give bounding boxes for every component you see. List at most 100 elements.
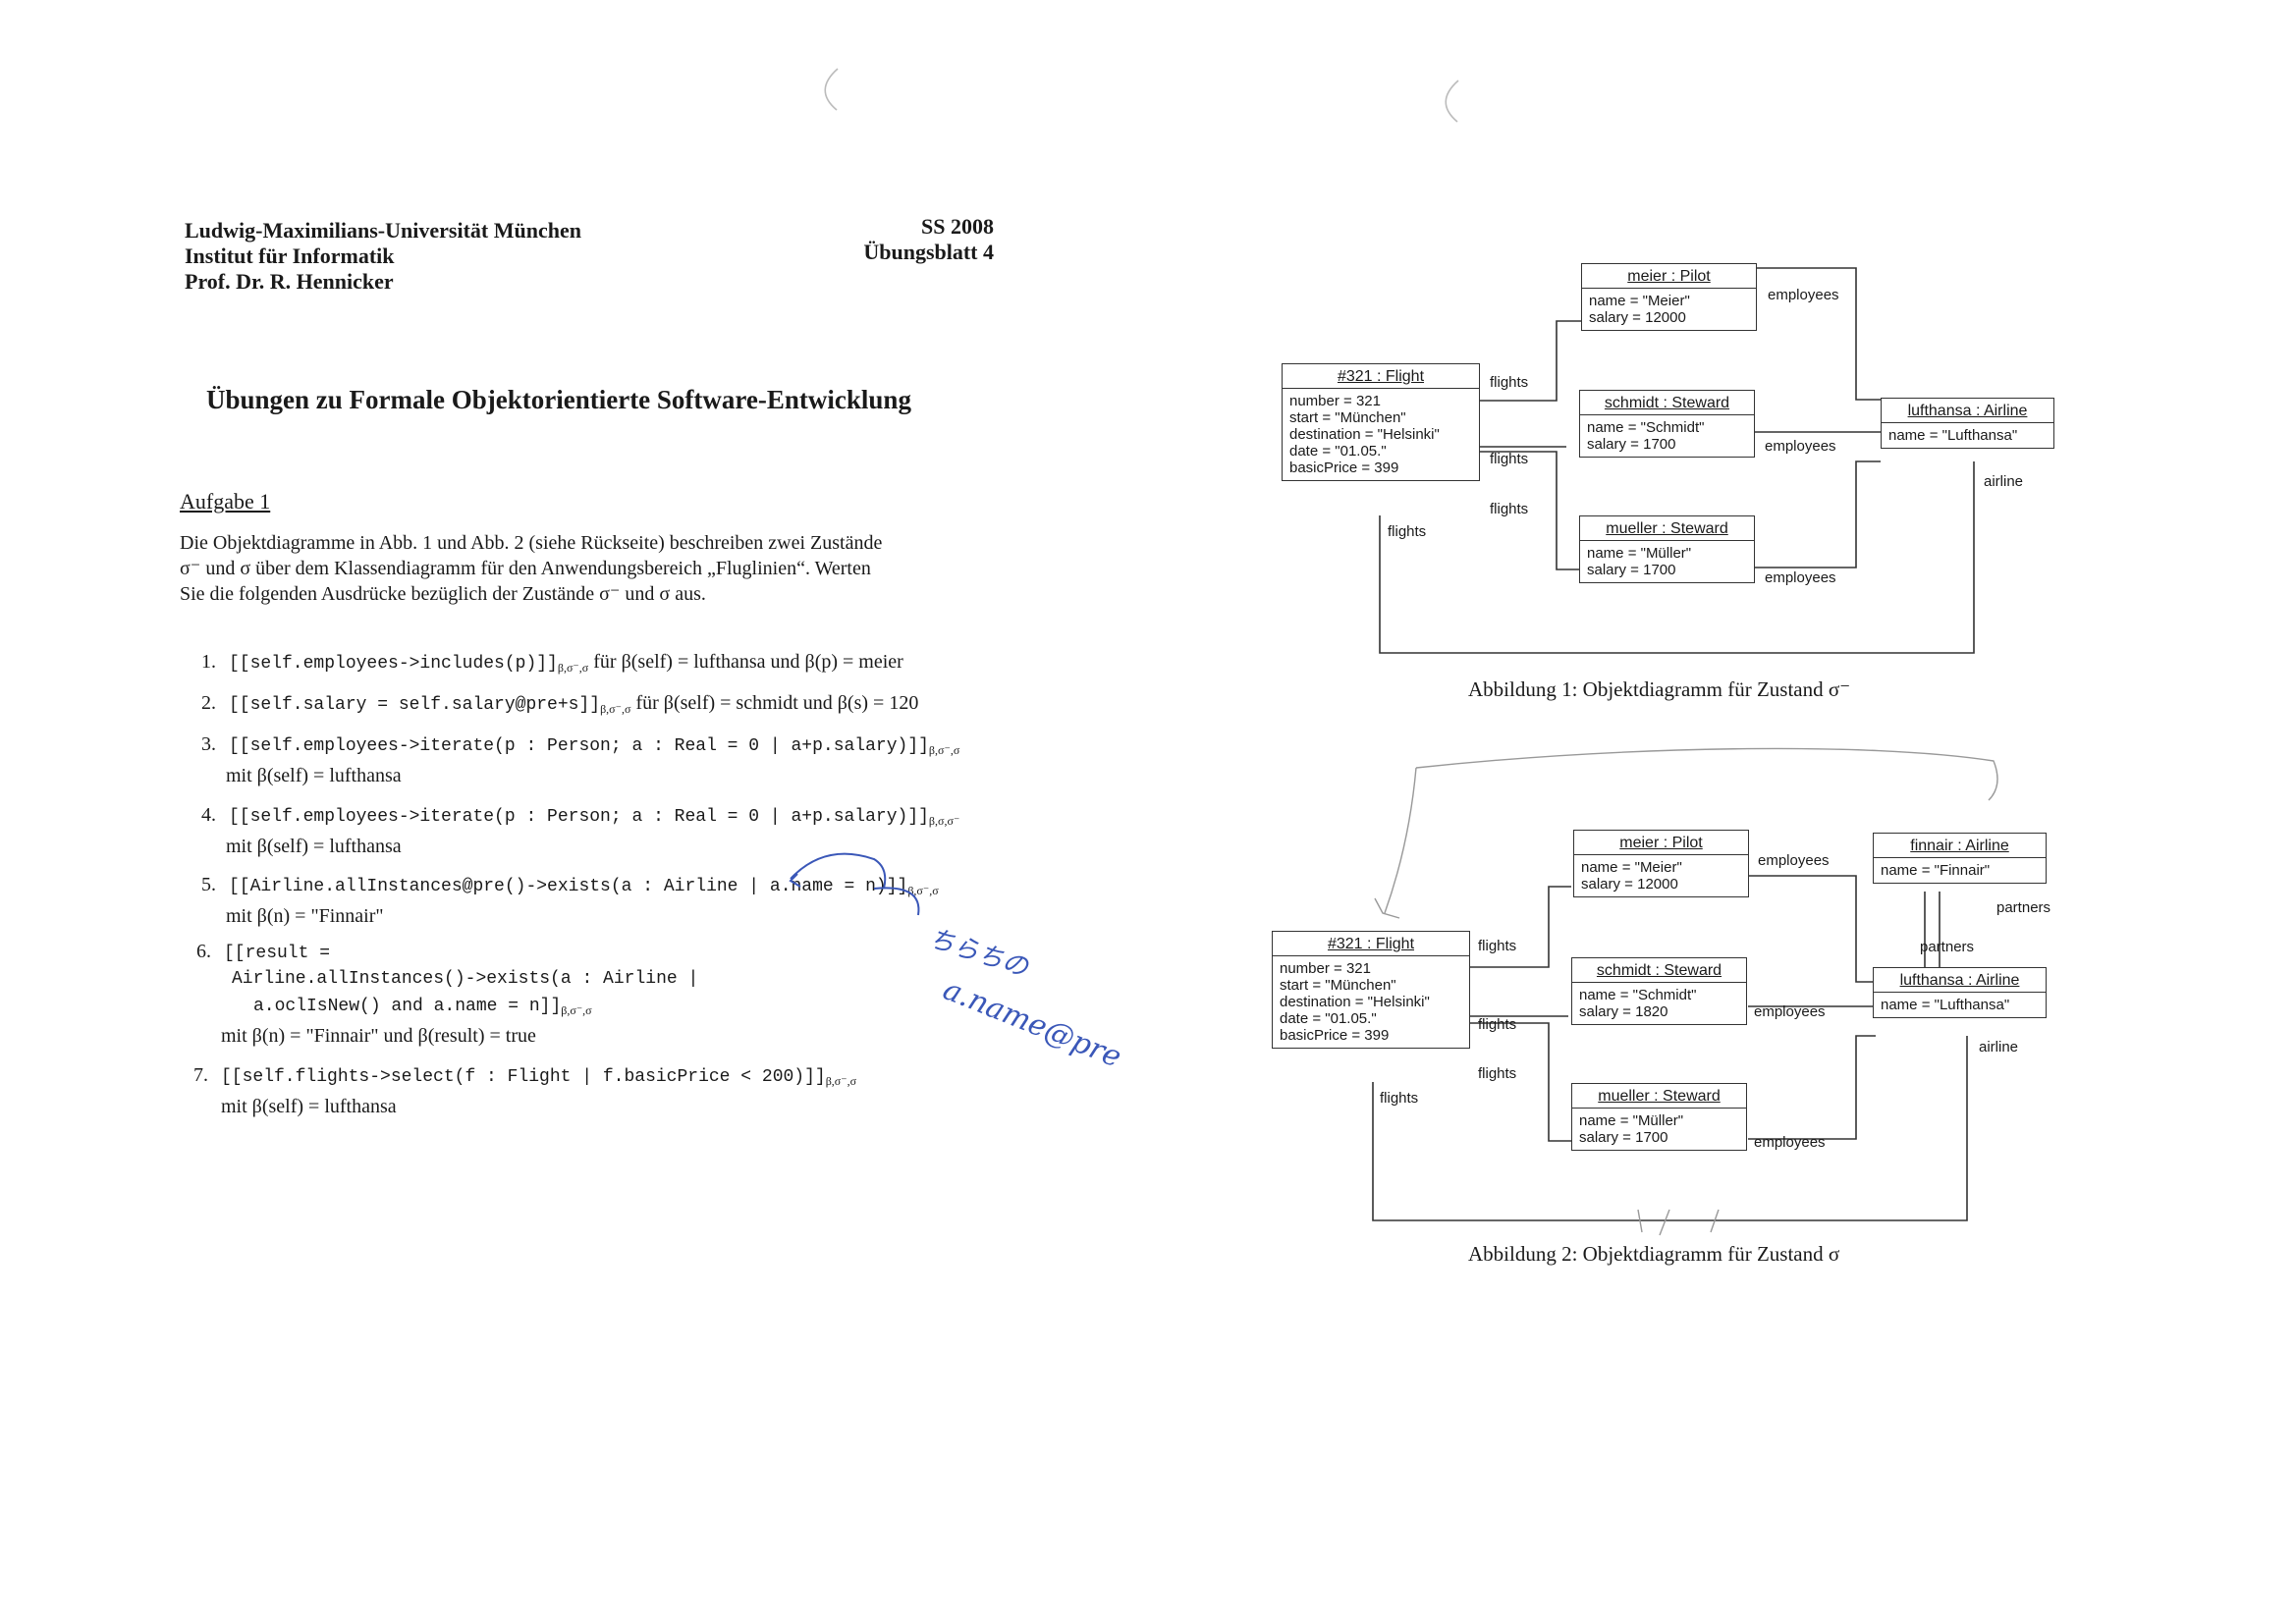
task-item-7: 7. [[self.flights->select(f : Flight | f.…: [193, 1062, 856, 1119]
role-label-flights: flights: [1478, 1016, 1517, 1033]
object-name: schmidt : Steward: [1580, 391, 1754, 415]
item-expression: [[result =: [224, 944, 331, 963]
object-name: mueller : Steward: [1572, 1084, 1746, 1109]
item-subscript: β,σ⁻,σ: [907, 884, 939, 897]
role-label-employees: employees: [1768, 287, 1839, 303]
object-attributes: name = "Schmidt" salary = 1820: [1579, 987, 1697, 1020]
item-expression: [[self.salary = self.salary@pre+s]]: [229, 695, 601, 715]
fig2-flight-object: #321 : Flight number = 321 start = "Münc…: [1272, 931, 1470, 1049]
object-attributes: name = "Müller" salary = 1700: [1579, 1112, 1684, 1146]
item-subscript: β,σ⁻,σ: [557, 661, 589, 675]
fig2-mueller-object: mueller : Steward name = "Müller" salary…: [1571, 1083, 1747, 1151]
role-label-airline: airline: [1984, 473, 2024, 490]
fig2-finnair-object: finnair : Airline name = "Finnair": [1873, 833, 2047, 884]
item-expression: [[self.flights->select(f : Flight | f.ba…: [221, 1067, 826, 1087]
intro-line-3: Sie die folgenden Ausdrücke bezüglich de…: [180, 583, 706, 605]
object-name: finnair : Airline: [1874, 834, 2046, 858]
object-name: meier : Pilot: [1574, 831, 1748, 855]
professor-name: Prof. Dr. R. Hennicker: [185, 269, 394, 294]
institute-name: Institut für Informatik: [185, 243, 395, 268]
item-condition: für β(self) = schmidt und β(s) = 120: [630, 692, 919, 714]
item-subscript: β,σ⁻,σ: [600, 702, 631, 716]
fig2-meier-object: meier : Pilot name = "Meier" salary = 12…: [1573, 830, 1749, 897]
role-label-airline: airline: [1979, 1039, 2019, 1055]
item-6-line-4: mit β(n) = "Finnair" und β(result) = tru…: [221, 1025, 536, 1047]
item-number: 2.: [201, 692, 216, 714]
fig1-mueller-object: mueller : Steward name = "Müller" salary…: [1579, 515, 1755, 583]
object-attributes: number = 321 start = "München" destinati…: [1280, 960, 1430, 1044]
item-subscript: β,σ,σ⁻: [928, 814, 960, 828]
item-condition: mit β(self) = lufthansa: [221, 1096, 397, 1117]
object-name: #321 : Flight: [1273, 932, 1469, 956]
fig2-schmidt-object: schmidt : Steward name = "Schmidt" salar…: [1571, 957, 1747, 1025]
item-subscript: β,σ⁻,σ: [928, 743, 960, 757]
page-title: Übungen zu Formale Objektorientierte Sof…: [206, 385, 911, 414]
object-attributes: name = "Finnair": [1881, 862, 1991, 879]
item-subscript: β,σ⁻,σ: [825, 1074, 857, 1088]
task-item-6: 6. [[result = Airline.allInstances()->exi…: [196, 939, 698, 1049]
object-name: schmidt : Steward: [1572, 958, 1746, 983]
figure-1-caption: Abbildung 1: Objektdiagramm für Zustand …: [1468, 677, 1851, 701]
sheet-number: Übungsblatt 4: [863, 240, 994, 264]
intro-line-1: Die Objektdiagramme in Abb. 1 und Abb. 2…: [180, 532, 883, 554]
role-label-flights: flights: [1490, 374, 1529, 391]
role-label-employees: employees: [1758, 852, 1830, 869]
item-6-line-2: Airline.allInstances()->exists(a : Airli…: [232, 969, 699, 989]
object-attributes: name = "Schmidt" salary = 1700: [1587, 419, 1705, 453]
intro-line-2: σ⁻ und σ über dem Klassendiagramm für de…: [180, 558, 871, 579]
item-expression: [[self.employees->iterate(p : Person; a …: [229, 807, 929, 827]
item-number: 6.: [196, 941, 211, 962]
object-attributes: name = "Müller" salary = 1700: [1587, 545, 1692, 578]
object-name: lufthansa : Airline: [1874, 968, 2046, 993]
item-expression: [[self.employees->includes(p)]]: [229, 654, 558, 674]
role-label-flights: flights: [1478, 938, 1517, 954]
object-name: mueller : Steward: [1580, 516, 1754, 541]
figure-2-caption: Abbildung 2: Objektdiagramm für Zustand …: [1468, 1242, 1840, 1266]
object-attributes: name = "Lufthansa": [1881, 997, 2010, 1013]
task-intro: Die Objektdiagramme in Abb. 1 und Abb. 2…: [180, 530, 995, 607]
item-condition: mit β(self) = lufthansa: [226, 836, 402, 857]
fig2-lufthansa-object: lufthansa : Airline name = "Lufthansa": [1873, 967, 2047, 1018]
header-right: SS 2008 Übungsblatt 4: [825, 214, 994, 265]
object-name: lufthansa : Airline: [1882, 399, 2053, 423]
object-name: meier : Pilot: [1582, 264, 1756, 289]
fig1-meier-object: meier : Pilot name = "Meier" salary = 12…: [1581, 263, 1757, 331]
role-label-flights: flights: [1388, 523, 1427, 540]
item-condition: mit β(self) = lufthansa: [226, 765, 402, 786]
item-number: 4.: [201, 804, 216, 826]
item-expression: [[self.employees->iterate(p : Person; a …: [229, 736, 929, 756]
role-label-flights: flights: [1490, 451, 1529, 467]
object-name: #321 : Flight: [1283, 364, 1479, 389]
role-label-flights: flights: [1490, 501, 1529, 517]
object-attributes: name = "Meier" salary = 12000: [1589, 293, 1690, 326]
role-label-employees: employees: [1765, 438, 1836, 455]
role-label-employees: employees: [1754, 1134, 1826, 1151]
fig1-lufthansa-object: lufthansa : Airline name = "Lufthansa": [1881, 398, 2054, 449]
role-label-employees: employees: [1765, 569, 1836, 586]
item-condition: mit β(n) = "Finnair": [226, 905, 384, 927]
fig1-schmidt-object: schmidt : Steward name = "Schmidt" salar…: [1579, 390, 1755, 458]
object-attributes: name = "Meier" salary = 12000: [1581, 859, 1682, 893]
item-number: 7.: [193, 1064, 208, 1086]
role-label-flights: flights: [1478, 1065, 1517, 1082]
role-label-partners: partners: [1996, 899, 2051, 916]
university-name: Ludwig-Maximilians-Universität München: [185, 218, 581, 243]
task-item-2: 2. [[self.salary = self.salary@pre+s]]β,σ…: [201, 690, 918, 722]
header-left: Ludwig-Maximilians-Universität München I…: [185, 218, 581, 295]
item-number: 1.: [201, 651, 216, 673]
task-item-4: 4. [[self.employees->iterate(p : Person; …: [201, 802, 959, 859]
semester: SS 2008: [921, 214, 994, 239]
item-number: 3.: [201, 733, 216, 755]
item-expression: [[Airline.allInstances@pre()->exists(a :…: [229, 877, 908, 896]
task-heading: Aufgabe 1: [180, 489, 271, 514]
task-item-1: 1.[[self.employees->includes(p)]]β,σ⁻,σ …: [201, 649, 903, 680]
object-attributes: name = "Lufthansa": [1888, 427, 2018, 444]
role-label-employees: employees: [1754, 1003, 1826, 1020]
item-subscript: β,σ⁻,σ: [561, 1003, 592, 1017]
fig1-flight-object: #321 : Flight number = 321 start = "Münc…: [1282, 363, 1480, 481]
task-item-5: 5. [[Airline.allInstances@pre()->exists(a…: [201, 872, 939, 929]
task-item-3: 3. [[self.employees->iterate(p : Person; …: [201, 731, 959, 788]
role-label-partners: partners: [1920, 939, 1975, 955]
item-number: 5.: [201, 874, 216, 895]
